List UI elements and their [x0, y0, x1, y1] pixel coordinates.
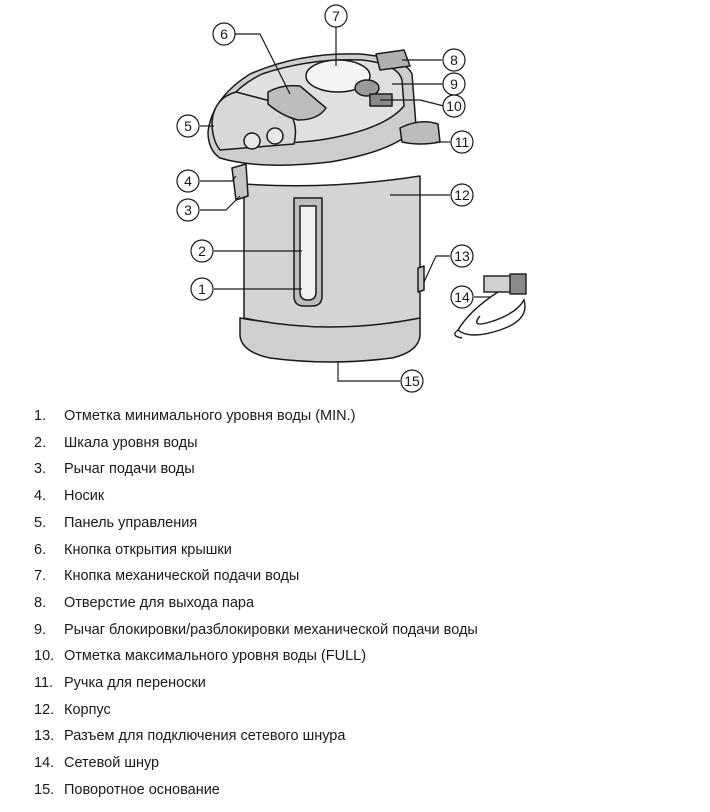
- legend-text: Отметка максимального уровня воды (FULL): [64, 648, 367, 665]
- svg-text:5: 5: [184, 118, 192, 134]
- legend-number: 12.: [34, 701, 55, 718]
- callout-4: 4: [176, 169, 200, 193]
- legend-text: Корпус: [64, 701, 111, 718]
- svg-text:14: 14: [454, 289, 470, 305]
- callout-3: 3: [176, 198, 200, 222]
- svg-text:13: 13: [454, 248, 470, 264]
- legend-number: 2.: [34, 434, 47, 451]
- callout-8: 8: [442, 48, 466, 72]
- callouts: 1 2 3 4 5 6 7 8 9 10 11 12 13 14 15: [176, 4, 474, 393]
- svg-text:7: 7: [332, 8, 340, 24]
- callout-10: 10: [442, 94, 466, 118]
- legend-text: Сетевой шнур: [64, 755, 160, 772]
- callout-13: 13: [450, 244, 474, 268]
- svg-text:4: 4: [184, 173, 192, 189]
- legend-item: 5. Панель управления: [0, 511, 710, 535]
- legend-number: 1.: [34, 408, 47, 424]
- legend-item: 9. Рычаг блокировки/разблокировки механич…: [0, 618, 710, 642]
- legend-number: 3.: [34, 461, 47, 478]
- legend-number: 15.: [34, 781, 55, 798]
- legend-number: 14.: [34, 755, 55, 772]
- legend-text: Кнопка открытия крышки: [64, 541, 232, 558]
- legend-text: Поворотное основание: [64, 781, 220, 798]
- legend-number: 4.: [34, 488, 47, 505]
- legend-item: 6. Кнопка открытия крышки: [0, 538, 710, 562]
- legend-item: 15. Поворотное основание: [0, 778, 710, 802]
- legend-number: 6.: [34, 541, 47, 558]
- legend-item: 11. Ручка для переноски: [0, 671, 710, 695]
- leader-lines: [200, 26, 490, 382]
- callout-5: 5: [176, 114, 200, 138]
- svg-text:6: 6: [220, 26, 228, 42]
- power-cord: [454, 273, 527, 339]
- legend-item: 7. Кнопка механической подачи воды: [0, 564, 710, 588]
- legend-item: 13. Разъем для подключения сетевого шнура: [0, 724, 710, 748]
- legend-item: 4. Носик: [0, 484, 710, 508]
- panel-button-left: [243, 132, 261, 150]
- legend-number: 10.: [34, 648, 55, 665]
- legend-item: 12. Корпус: [0, 698, 710, 722]
- callout-14: 14: [450, 285, 474, 309]
- legend-number: 7.: [34, 568, 47, 585]
- legend-text: Ручка для переноски: [64, 675, 206, 691]
- thermopot-diagram: 1 2 3 4 5 6 7 8 9 10 11 12 13 14 15: [176, 4, 527, 393]
- legend-item: 3. Рычаг подачи воды: [0, 457, 710, 481]
- steam-vent: [375, 49, 411, 71]
- legend-text: Кнопка механической подачи воды: [64, 568, 300, 585]
- dispense-button: [305, 59, 371, 93]
- cord-socket: [417, 265, 425, 293]
- callout-9: 9: [442, 72, 466, 96]
- svg-text:8: 8: [450, 52, 458, 68]
- legend-text: Отметка минимального уровня воды (MIN.): [64, 408, 356, 424]
- legend-text: Носик: [64, 488, 105, 505]
- callout-11: 11: [450, 130, 474, 154]
- svg-text:1: 1: [198, 281, 206, 297]
- legend-number: 9.: [34, 621, 47, 638]
- carry-handle: [399, 121, 441, 145]
- svg-text:10: 10: [446, 98, 462, 114]
- legend-number: 8.: [34, 594, 47, 611]
- svg-text:15: 15: [404, 373, 420, 389]
- legend-number: 11.: [34, 675, 54, 691]
- lock-lever: [354, 79, 380, 97]
- callout-1: 1: [190, 277, 214, 301]
- svg-text:2: 2: [198, 243, 206, 259]
- legend-text: Отверстие для выхода пара: [64, 594, 255, 611]
- legend-item: 8. Отверстие для выхода пара: [0, 591, 710, 615]
- spout-housing: [231, 163, 249, 201]
- legend-number: 5.: [34, 514, 47, 531]
- callout-15: 15: [400, 369, 424, 393]
- callout-7: 7: [324, 4, 348, 28]
- callout-6: 6: [212, 22, 236, 46]
- legend-item: 1. Отметка минимального уровня воды (MIN.…: [0, 404, 710, 428]
- legend-item: 14. Сетевой шнур: [0, 751, 710, 775]
- legend-number: 13.: [34, 728, 55, 745]
- legend-item: 10. Отметка максимального уровня воды (FU…: [0, 644, 710, 668]
- legend-text: Панель управления: [64, 514, 198, 531]
- svg-text:3: 3: [184, 202, 192, 218]
- svg-text:11: 11: [455, 134, 470, 150]
- legend-text: Разъем для подключения сетевого шнура: [64, 728, 346, 745]
- lid-open-button: [267, 84, 327, 121]
- legend-text: Рычаг подачи воды: [64, 461, 195, 478]
- legend-text: Шкала уровня воды: [64, 434, 198, 451]
- panel-button-right: [266, 127, 284, 145]
- legend-text: Рычаг блокировки/разблокировки механичес…: [64, 621, 478, 638]
- water-level-scale: [299, 205, 317, 301]
- callout-12: 12: [450, 183, 474, 207]
- legend-item: 2. Шкала уровня воды: [0, 431, 710, 455]
- svg-text:9: 9: [450, 76, 458, 92]
- callout-2: 2: [190, 239, 214, 263]
- svg-text:12: 12: [454, 187, 470, 203]
